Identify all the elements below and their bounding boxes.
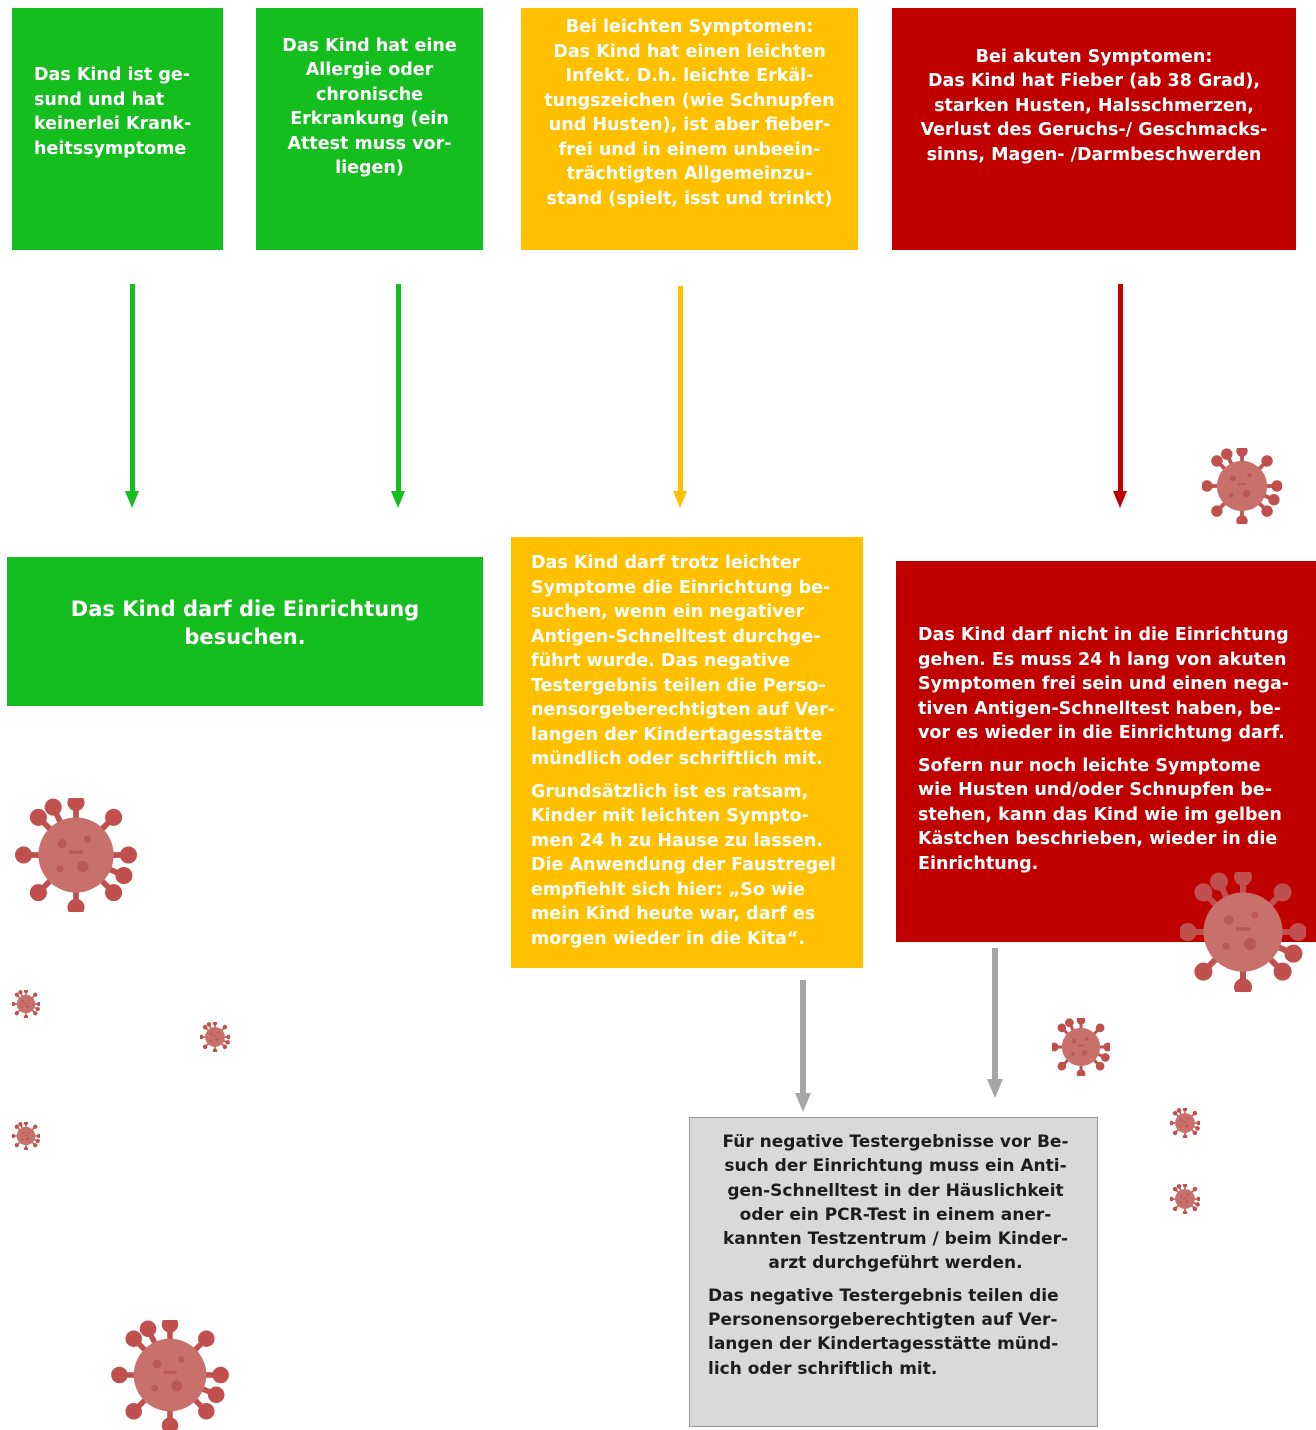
arrow-healthy	[125, 284, 139, 508]
box-mild-result-text-2: Grundsätzlich ist es ratsam,Kinder mit l…	[531, 781, 837, 949]
virus-icon	[1180, 872, 1306, 992]
arrow-mild-to-test	[795, 980, 811, 1112]
virus-icon	[1202, 448, 1282, 524]
arrow-allergy	[391, 284, 405, 508]
box-mild-text: Bei leichten Symptomen:Das Kind hat eine…	[544, 17, 835, 209]
virus-icon	[1170, 1108, 1200, 1138]
virus-icon	[12, 1122, 40, 1150]
box-acute-symptoms: Bei akuten Symptomen:Das Kind hat Fieber…	[892, 8, 1296, 250]
virus-icon	[12, 798, 140, 912]
virus-icon	[1052, 1018, 1110, 1076]
virus-icon	[1170, 1184, 1200, 1214]
virus-icon	[12, 990, 40, 1018]
arrow-acute	[1113, 284, 1127, 508]
box-mild-symptoms: Bei leichten Symptomen:Das Kind hat eine…	[521, 8, 858, 250]
virus-icon	[108, 1320, 232, 1430]
arrow-mild	[673, 286, 687, 508]
box-test-text-1: Für negative Testergebnisse vor Be-such …	[722, 1132, 1069, 1274]
box-test-info: Für negative Testergebnisse vor Be-such …	[689, 1117, 1098, 1427]
arrow-acute-to-test	[987, 948, 1003, 1098]
box-acute-text: Bei akuten Symptomen:Das Kind hat Fieber…	[920, 46, 1268, 165]
virus-icon	[200, 1022, 230, 1052]
